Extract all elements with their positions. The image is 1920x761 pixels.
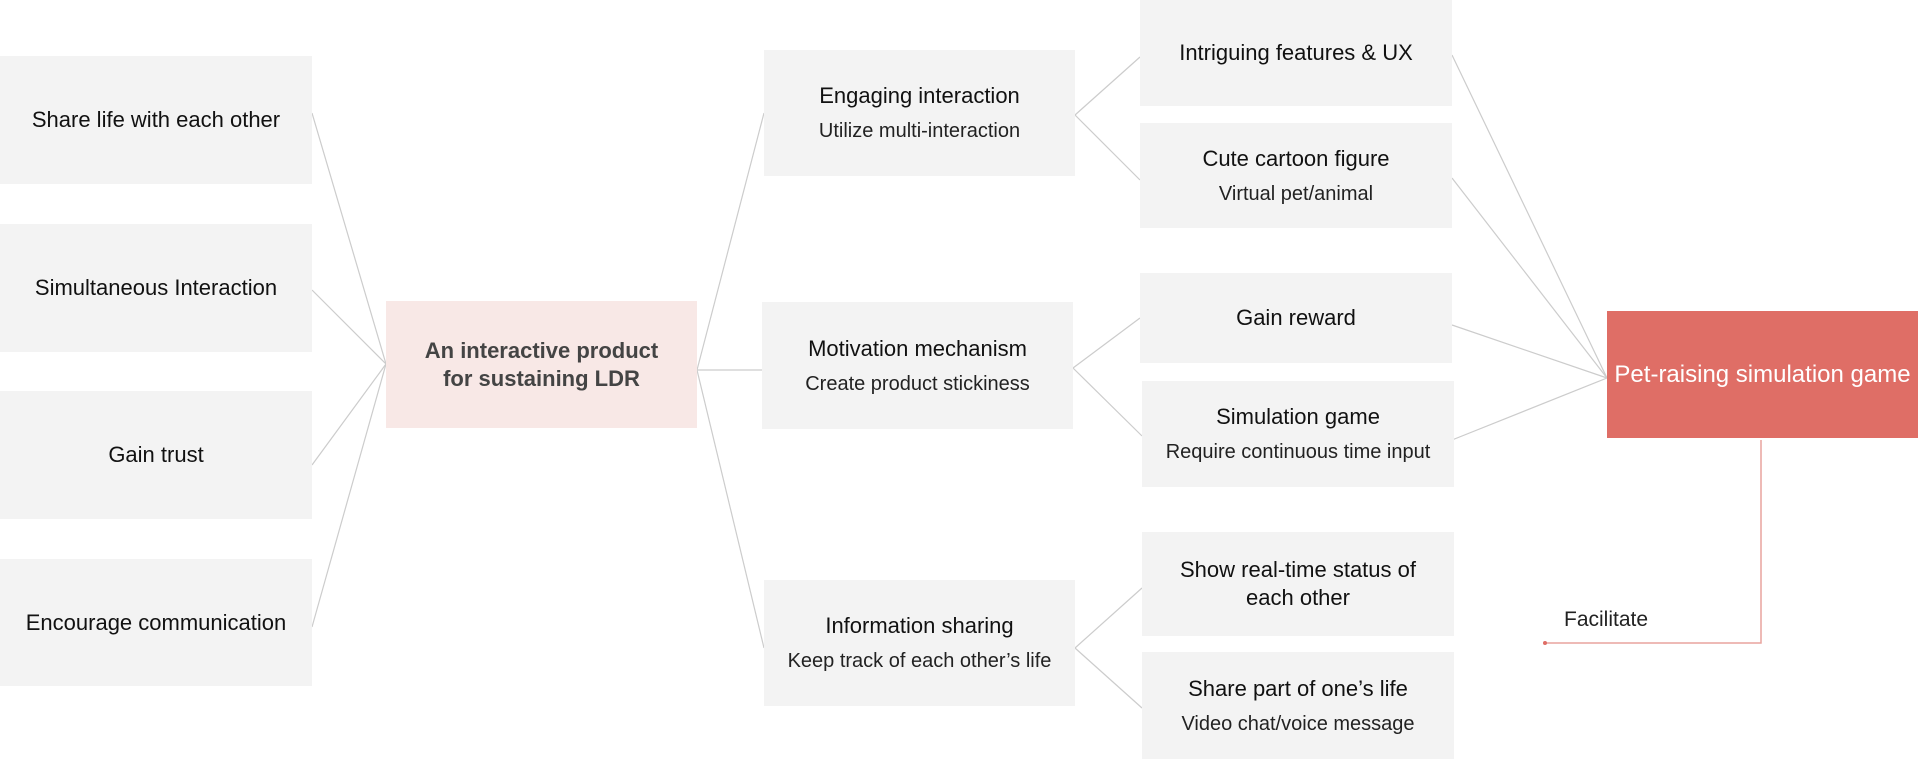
feature-box-3: Simulation game Require continuous time … — [1142, 381, 1454, 487]
strategy-subtitle: Create product stickiness — [805, 372, 1030, 395]
need-box-3: Encourage communication — [0, 559, 312, 686]
link-feature-3 — [1072, 367, 1143, 437]
feature-box-1: Cute cartoon figure Virtual pet/animal — [1140, 123, 1452, 228]
need-title: Gain trust — [108, 442, 204, 467]
feature-subtitle: Video chat/voice message — [1181, 712, 1415, 735]
link-need-2 — [311, 363, 387, 466]
feature-title: Simulation game — [1216, 404, 1380, 429]
need-title: Simultaneous Interaction — [34, 275, 278, 300]
feature-box-5: Share part of one’s life Video chat/voic… — [1142, 652, 1454, 759]
center-title: An interactive product for sustaining LD… — [424, 337, 659, 391]
strategy-box-0: Engaging interaction Utilize multi-inter… — [764, 50, 1075, 176]
link-goal-2 — [1451, 324, 1608, 379]
strategy-subtitle: Keep track of each other’s life — [787, 650, 1052, 672]
feature-box-4: Show real-time status of each other — [1142, 532, 1454, 636]
need-title: Share life with each other — [31, 107, 281, 132]
need-box-0: Share life with each other — [0, 56, 312, 184]
facilitate-line — [1545, 440, 1762, 644]
link-feature-5 — [1074, 647, 1143, 709]
need-links — [311, 112, 387, 628]
link-strategy-2 — [696, 369, 765, 649]
feature-title: Gain reward — [1236, 305, 1356, 330]
need-title: Encourage communication — [25, 609, 287, 635]
link-feature-1 — [1074, 114, 1141, 181]
link-goal-0 — [1451, 54, 1608, 379]
link-feature-4 — [1074, 587, 1143, 649]
strategy-box-1: Motivation mechanism Create product stic… — [762, 302, 1073, 429]
feature-title: Share part of one’s life — [1188, 675, 1408, 701]
strategy-subtitle: Utilize multi-interaction — [818, 120, 1021, 142]
strategy-title: Engaging interaction — [819, 83, 1020, 108]
feature-title: Intriguing features & UX — [1179, 40, 1413, 65]
need-box-2: Gain trust — [0, 391, 312, 519]
goal-box: Pet-raising simulation game — [1607, 311, 1918, 438]
strategy-title: Motivation mechanism — [808, 335, 1027, 361]
strategy-title: Information sharing — [825, 613, 1014, 638]
center-box: An interactive product for sustaining LD… — [386, 301, 697, 428]
facilitate-arrow — [1543, 440, 1762, 645]
link-need-1 — [311, 289, 387, 365]
strategy-links — [696, 112, 765, 649]
feature-box-2: Gain reward — [1140, 273, 1452, 363]
link-feature-0 — [1074, 56, 1141, 116]
goal-links — [1451, 54, 1608, 441]
feature-subtitle: Require continuous time input — [1165, 441, 1431, 463]
need-box-1: Simultaneous Interaction — [0, 224, 312, 352]
strategy-box-2: Information sharing Keep track of each o… — [764, 580, 1075, 706]
link-goal-1 — [1451, 177, 1608, 379]
feature-links — [1072, 56, 1143, 709]
link-goal-3 — [1451, 377, 1608, 441]
feature-subtitle: Virtual pet/animal — [1218, 182, 1374, 205]
feature-title: Show real-time status of each other — [1180, 557, 1416, 610]
feature-box-0: Intriguing features & UX — [1140, 0, 1452, 106]
facilitate-label: Facilitate — [1564, 608, 1649, 631]
goal-title: Pet-raising simulation game — [1614, 360, 1911, 388]
link-strategy-0 — [696, 112, 765, 371]
facilitate-dot — [1543, 641, 1547, 645]
feature-title: Cute cartoon figure — [1202, 145, 1390, 171]
link-need-3 — [311, 363, 387, 628]
link-feature-2 — [1072, 317, 1141, 369]
link-need-0 — [311, 112, 387, 365]
